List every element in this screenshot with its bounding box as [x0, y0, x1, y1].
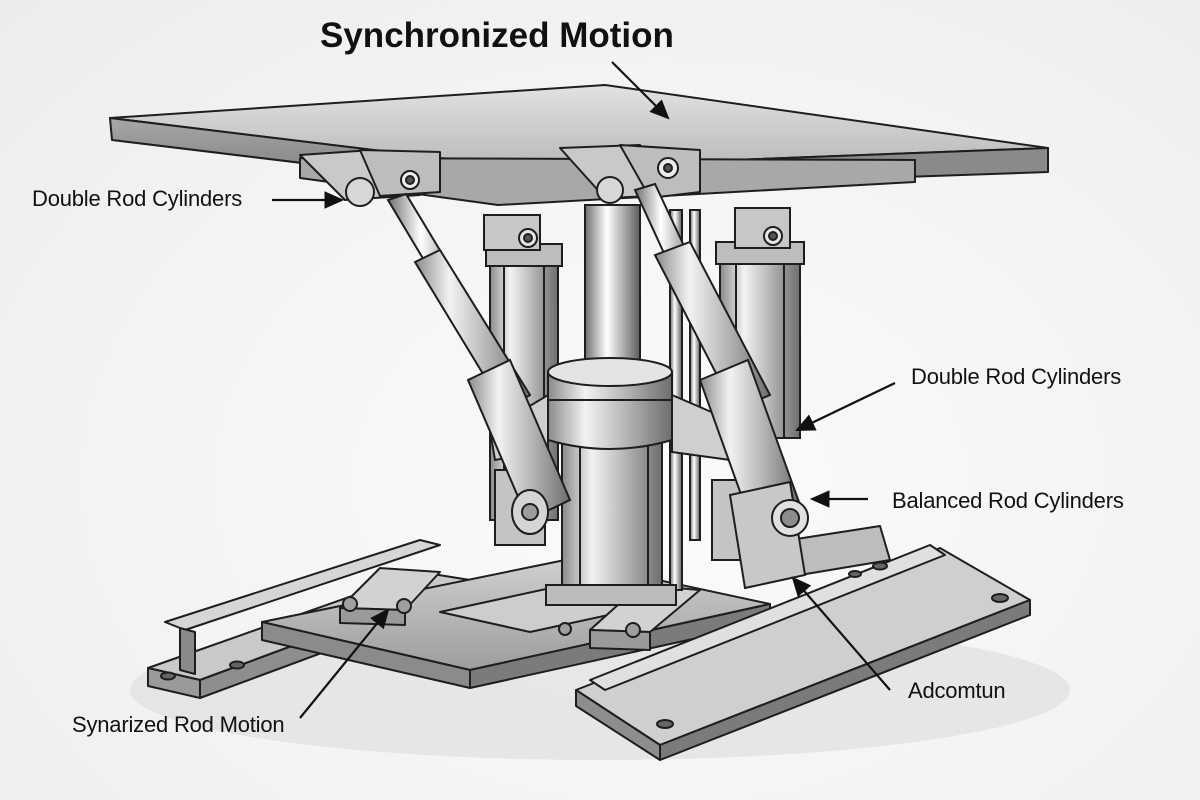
- label-balanced-rod-cylinders: Balanced Rod Cylinders: [892, 488, 1124, 513]
- label-synarized-rod-motion: Synarized Rod Motion: [72, 712, 285, 737]
- arrow-right-lower: [791, 576, 891, 691]
- base-frame: [147, 525, 1031, 761]
- arrow-right-upper: [795, 382, 896, 431]
- arrow-title: [611, 61, 670, 120]
- left-diagonal-cylinder: [386, 192, 572, 535]
- leader-lines: [272, 61, 896, 719]
- label-adcomtun: Adcomtun: [908, 678, 1006, 703]
- arrow-bottom-left: [299, 608, 390, 719]
- right-diagonal-cylinder: [633, 182, 809, 590]
- diagram-title: Synchronized Motion: [320, 16, 674, 55]
- label-double-rod-cylinders-right: Double Rod Cylinders: [911, 364, 1121, 389]
- label-double-rod-cylinders-left: Double Rod Cylinders: [32, 186, 242, 211]
- top-platform: [109, 84, 1049, 207]
